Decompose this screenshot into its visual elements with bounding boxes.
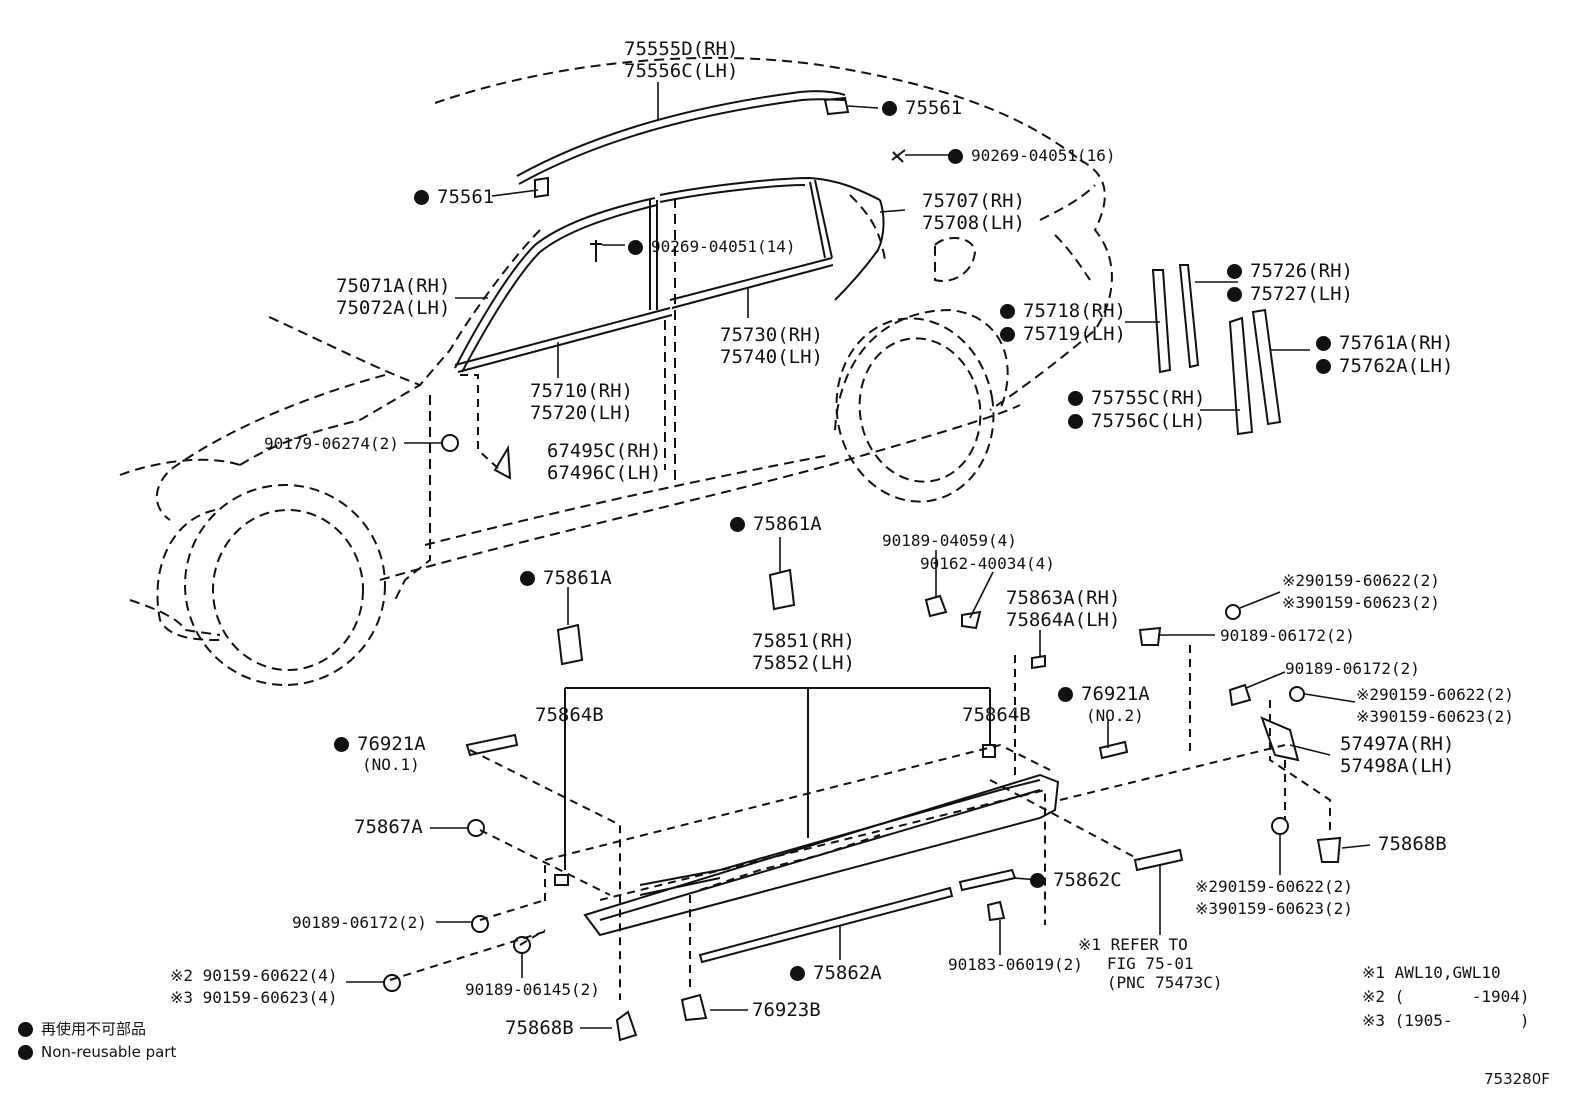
non-reusable-dot xyxy=(1068,414,1083,429)
part-label-90159-left: ※2 90159-60622(4) ※3 90159-60623(4) xyxy=(170,966,338,1007)
non-reusable-dot xyxy=(790,966,805,981)
figure-number: 753280F xyxy=(1484,1070,1550,1088)
callout-bracket xyxy=(564,687,991,870)
part-label-90159-mid: ※290159-60622(2) ※390159-60623(2) xyxy=(1356,685,1514,726)
non-reusable-dot xyxy=(730,517,745,532)
part-label-90189-06172-a: 90189-06172(2) xyxy=(1220,626,1355,645)
part-label-75755c: 75755C(RH) xyxy=(1068,387,1205,409)
note-3: ※3 (1905- ) xyxy=(1362,1011,1530,1030)
part-label-75851: 75851(RH) 75852(LH) xyxy=(752,630,855,674)
part-label-75707: 75707(RH) 75708(LH) xyxy=(922,190,1025,234)
part-label-75861a-upper: 75861A xyxy=(730,513,822,535)
part-label-90189-06172-c: 90189-06172(2) xyxy=(292,913,427,932)
part-label-90189-04059: 90189-04059(4) xyxy=(882,531,1017,550)
assembly-lines xyxy=(389,374,1331,1000)
part-label-75555d: 75555D(RH) 75556C(LH) xyxy=(624,38,739,82)
part-label-76921a-no2: 76921A xyxy=(1058,683,1150,705)
non-reusable-dot xyxy=(1000,304,1015,319)
part-label-75762a: 75762A(LH) xyxy=(1316,355,1453,377)
legend-en: Non-reusable part xyxy=(18,1043,176,1061)
pillar-garnishes xyxy=(1151,264,1282,436)
part-label-75862a: 75862A xyxy=(790,962,882,984)
part-label-75862c: 75862C xyxy=(1030,869,1122,891)
part-label-90162: 90162-40034(4) xyxy=(920,554,1055,573)
part-label-90159-upper: ※290159-60622(2) ※390159-60623(2) xyxy=(1282,571,1440,612)
non-reusable-dot xyxy=(1000,327,1015,342)
non-reusable-dot xyxy=(334,737,349,752)
non-reusable-dot xyxy=(882,101,897,116)
part-label-90269-16: 90269-04051(16) xyxy=(948,145,1116,167)
part-label-75730: 75730(RH) 75740(LH) xyxy=(720,324,823,368)
part-label-90159-lower: ※290159-60622(2) ※390159-60623(2) xyxy=(1195,877,1353,918)
roof-moulding xyxy=(516,90,846,185)
non-reusable-dot xyxy=(520,571,535,586)
non-reusable-dot xyxy=(18,1045,33,1060)
part-label-75868b-right: 75868B xyxy=(1378,833,1447,855)
part-label-75718: 75718(RH) xyxy=(1000,300,1126,322)
legend-ja: 再使用不可部品 xyxy=(18,1018,146,1039)
non-reusable-dot xyxy=(414,190,429,205)
part-label-refer-fig: ※1 REFER TO FIG 75-01 (PNC 75473C) xyxy=(1078,935,1223,992)
window-mouldings xyxy=(454,176,885,373)
part-label-90189-06145: 90189-06145(2) xyxy=(465,980,600,999)
part-label-75726: 75726(RH) xyxy=(1227,260,1353,282)
part-label-75867a: 75867A xyxy=(354,816,423,838)
vehicle-outline xyxy=(119,56,1113,686)
rocker-panel xyxy=(465,733,1184,964)
part-label-75864b-left: 75864B xyxy=(535,704,604,726)
part-label-90269-14: 90269-04051(14) xyxy=(628,236,796,258)
small-parts xyxy=(383,96,1342,1042)
non-reusable-dot xyxy=(1227,264,1242,279)
note-1: ※1 AWL10,GWL10 xyxy=(1362,963,1501,982)
part-label-57497a: 57497A(RH) 57498A(LH) xyxy=(1340,733,1455,777)
part-label-90183: 90183-06019(2) xyxy=(948,955,1083,974)
part-label-90189-06172-b: 90189-06172(2) xyxy=(1285,659,1420,678)
part-label-75561-upper: 75561 xyxy=(882,97,962,119)
part-label-67495c: 67495C(RH) 67496C(LH) xyxy=(547,440,662,484)
non-reusable-dot xyxy=(1316,359,1331,374)
part-label-75756c: 75756C(LH) xyxy=(1068,410,1205,432)
non-reusable-dot xyxy=(948,149,963,164)
non-reusable-dot xyxy=(1316,336,1331,351)
non-reusable-dot xyxy=(18,1022,33,1037)
part-label-75710: 75710(RH) 75720(LH) xyxy=(530,380,633,424)
non-reusable-dot xyxy=(628,240,643,255)
non-reusable-dot xyxy=(1058,687,1073,702)
part-label-75719: 75719(LH) xyxy=(1000,323,1126,345)
leader-lines xyxy=(346,82,1371,1029)
part-label-75761a: 75761A(RH) xyxy=(1316,332,1453,354)
part-label-75727: 75727(LH) xyxy=(1227,283,1353,305)
non-reusable-dot xyxy=(1068,391,1083,406)
non-reusable-dot xyxy=(1030,873,1045,888)
part-label-75864b-right: 75864B xyxy=(962,704,1031,726)
part-label-75861a-lower: 75861A xyxy=(520,567,612,589)
part-label-75561-lower: 75561 xyxy=(414,186,494,208)
part-label-76923b: 76923B xyxy=(752,999,821,1021)
part-label-no1: (NO.1) xyxy=(362,755,420,774)
part-label-76921a-no1: 76921A xyxy=(334,733,426,755)
part-label-75071a: 75071A(RH) 75072A(LH) xyxy=(336,275,451,319)
part-label-75868b-left: 75868B xyxy=(505,1017,574,1039)
note-2: ※2 ( -1904) xyxy=(1362,987,1530,1006)
part-label-90179: 90179-06274(2) xyxy=(264,434,399,453)
non-reusable-dot xyxy=(1227,287,1242,302)
part-label-no2: (NO.2) xyxy=(1086,706,1144,725)
part-label-75863a: 75863A(RH) 75864A(LH) xyxy=(1006,587,1121,631)
